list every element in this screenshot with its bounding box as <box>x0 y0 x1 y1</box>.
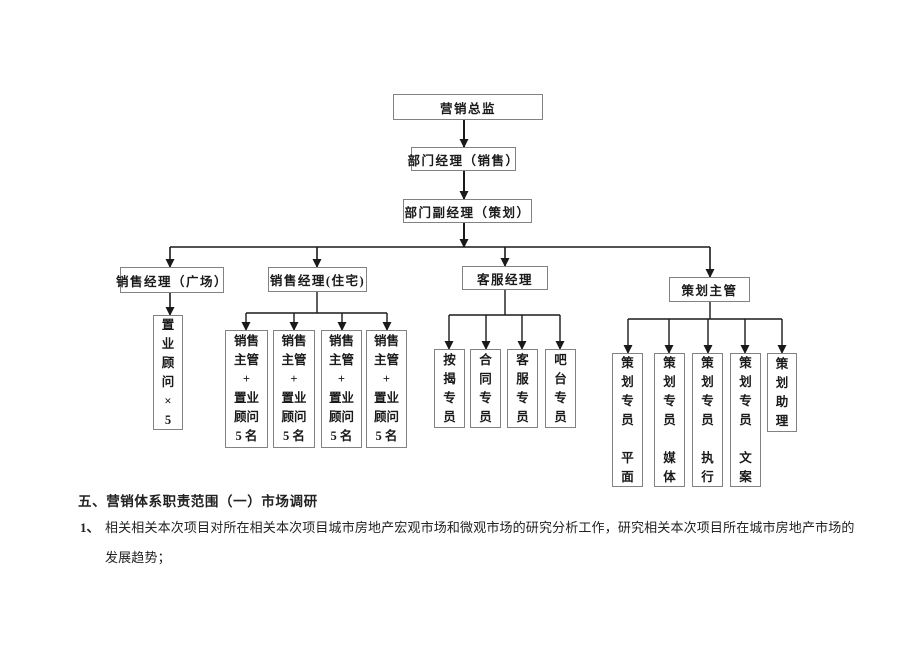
org-node-planning-specialist-media: 策 划 专 员 媒 体 <box>654 353 685 487</box>
org-node-property-consultants-x5: 置 业 顾 问 × 5 <box>153 315 183 430</box>
org-node-planning-supervisor: 策划主管 <box>669 277 750 302</box>
org-node-planning-assistant: 策 划 助 理 <box>767 353 797 432</box>
org-node-bar-specialist: 吧 台 专 员 <box>545 349 576 428</box>
org-node-dept-manager-sales: 部门经理（销售） <box>408 147 518 171</box>
org-node-deputy-manager-planning: 部门副经理（策划） <box>403 199 532 223</box>
org-node-marketing-director: 营销总监 <box>393 94 543 120</box>
list-item-text-line2: 发展趋势； <box>105 550 171 565</box>
org-node-sales-manager-residential: 销售经理(住宅) <box>268 267 367 292</box>
list-item-number: 1、 <box>80 520 100 535</box>
org-node-sales-supervisor-team-3: 销售 主管 + 置业 顾问 5 名 <box>321 330 362 448</box>
org-node-customer-service-specialist: 客 服 专 员 <box>507 349 538 428</box>
org-node-customer-service-manager: 客服经理 <box>462 266 548 290</box>
org-node-planning-specialist-copywriting: 策 划 专 员 文 案 <box>730 353 761 487</box>
section-heading: 五、营销体系职责范围（一）市场调研 <box>78 494 318 509</box>
org-node-sales-supervisor-team-4: 销售 主管 + 置业 顾问 5 名 <box>366 330 407 448</box>
org-node-sales-manager-plaza: 销售经理（广场） <box>116 267 227 293</box>
org-node-sales-supervisor-team-1: 销售 主管 + 置业 顾问 5 名 <box>225 330 268 448</box>
org-node-planning-specialist-graphic: 策 划 专 员 平 面 <box>612 353 643 487</box>
org-node-planning-specialist-execution: 策 划 专 员 执 行 <box>692 353 723 487</box>
org-node-mortgage-specialist: 按 揭 专 员 <box>434 349 465 428</box>
list-item-text-line1: 相关相关本次项目对所在相关本次项目城市房地产宏观市场和微观市场的研究分析工作，研… <box>105 520 855 535</box>
org-node-contract-specialist: 合 同 专 员 <box>470 349 501 428</box>
org-node-sales-supervisor-team-2: 销售 主管 + 置业 顾问 5 名 <box>273 330 315 448</box>
